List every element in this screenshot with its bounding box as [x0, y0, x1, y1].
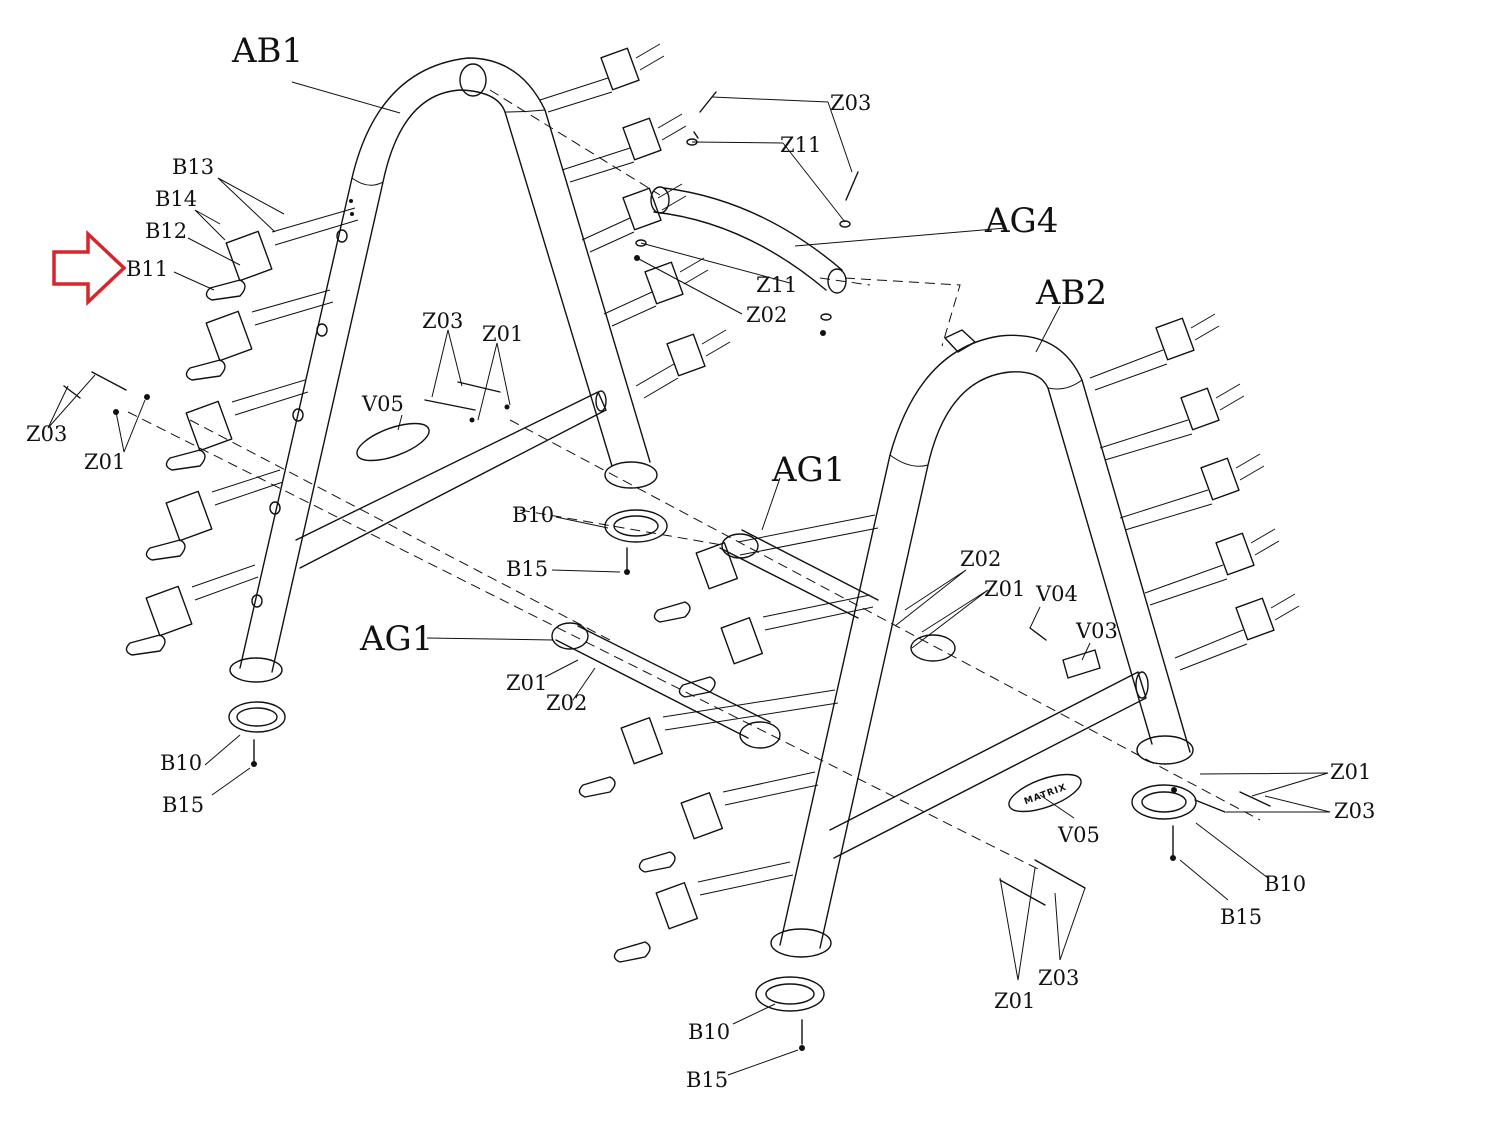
label-z02-top: Z02 — [746, 303, 787, 327]
label-ag4: AG4 — [984, 201, 1058, 241]
bar-holders-right-back — [1089, 313, 1300, 671]
label-z01-right: Z01 — [984, 577, 1025, 601]
label-b12: B12 — [145, 219, 187, 243]
label-z03-bottom: Z03 — [1038, 966, 1079, 990]
label-b10-bottom: B10 — [688, 1020, 730, 1044]
decal-v05-left — [356, 422, 430, 462]
label-z02-right: Z02 — [960, 547, 1001, 571]
label-z01-bottom: Z01 — [994, 989, 1035, 1013]
tube-ag4 — [650, 186, 976, 353]
tube-ag1-upper — [719, 529, 956, 662]
label-v04: V04 — [1035, 582, 1078, 606]
label-b10-left: B10 — [160, 751, 202, 775]
label-b10-right: B10 — [1264, 872, 1306, 896]
label-z01-center: Z01 — [482, 322, 523, 346]
label-z01-lower: Z01 — [506, 671, 547, 695]
label-b15-center: B15 — [506, 557, 548, 581]
frame-ab2 — [770, 334, 1194, 958]
frame-ab1 — [229, 57, 658, 683]
label-v03: V03 — [1075, 619, 1118, 643]
bar-holders-left — [125, 199, 359, 656]
label-b13: B13 — [172, 155, 214, 179]
label-b11: B11 — [126, 257, 168, 281]
label-z03-far-right: Z03 — [1334, 799, 1375, 823]
label-z11-top: Z11 — [780, 133, 821, 157]
label-b15-right: B15 — [1220, 905, 1262, 929]
label-b10-center: B10 — [512, 503, 554, 527]
highlight-arrow — [52, 229, 127, 307]
frame-crossbar-left — [295, 390, 607, 569]
callout-labels: AB1 AB2 AG4 AG1 AG1 B13 B14 B12 B11 Z03 … — [26, 31, 1375, 1092]
floor-pads — [228, 509, 1197, 1051]
matrix-logo: MATRIX — [1023, 783, 1068, 808]
label-ab1: AB1 — [231, 31, 303, 71]
label-b15-bottom: B15 — [686, 1068, 728, 1092]
leader-lines — [47, 81, 1331, 1076]
label-v05-right: V05 — [1057, 823, 1100, 847]
assembly-lines — [127, 89, 1261, 871]
label-z03-center: Z03 — [422, 309, 463, 333]
label-v05-left: V05 — [361, 392, 404, 416]
label-z03-top: Z03 — [830, 91, 871, 115]
arrow-right-icon — [52, 229, 127, 307]
label-ab2: AB2 — [1035, 273, 1107, 313]
label-b14: B14 — [155, 187, 197, 211]
label-ag1-lower: AG1 — [359, 619, 433, 659]
label-z02-lower: Z02 — [546, 691, 587, 715]
label-z01-left: Z01 — [84, 450, 125, 474]
bar-holders-left-back — [539, 43, 731, 399]
label-z11-mid: Z11 — [756, 273, 797, 297]
bar-holders-right — [578, 514, 879, 963]
frame-crossbar-right — [829, 671, 1149, 859]
label-z03-left: Z03 — [26, 422, 67, 446]
decal-v05-right: MATRIX — [1008, 773, 1082, 813]
label-b15-left: B15 — [162, 793, 204, 817]
label-z01-far-right: Z01 — [1330, 760, 1371, 784]
label-ag1-upper: AG1 — [771, 450, 845, 490]
